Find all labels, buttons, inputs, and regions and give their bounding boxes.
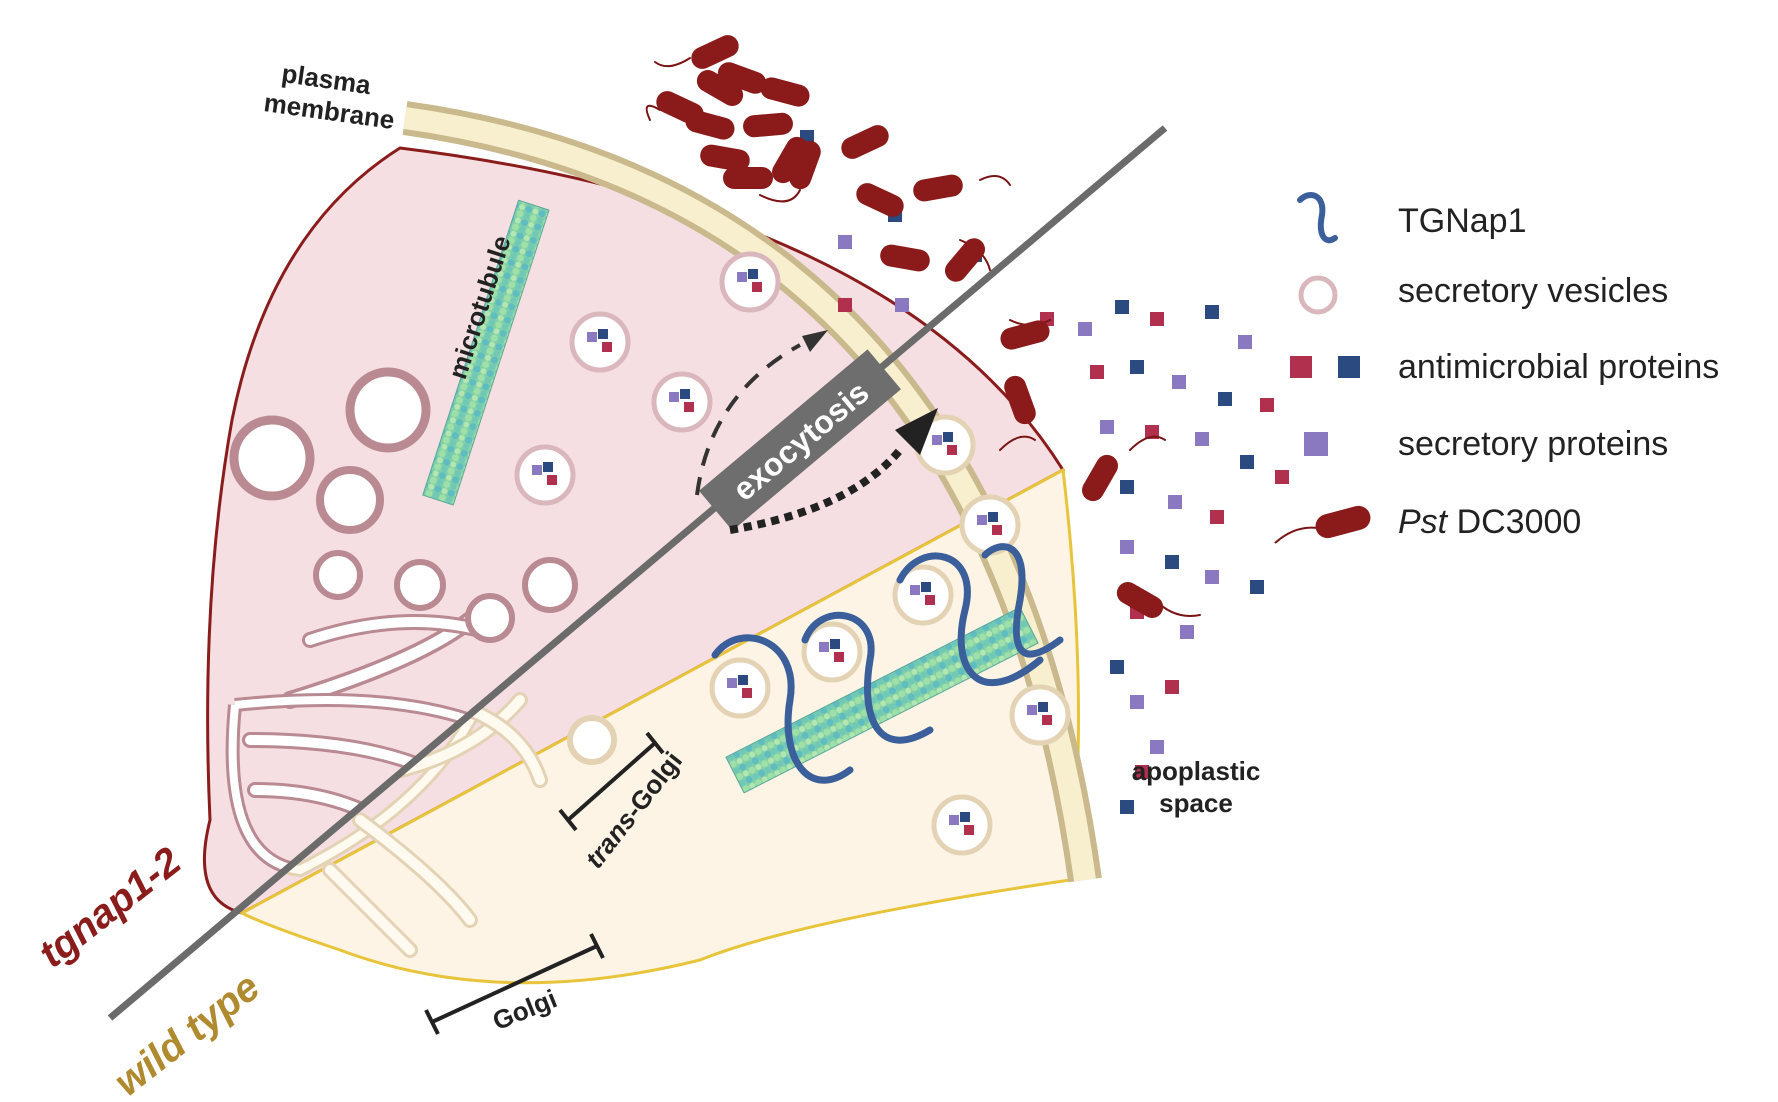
microtubule-mutant [422,199,550,506]
legend-vesicles: secretory vesicles [1398,272,1668,310]
wildtype-cytoplasm [238,467,1081,985]
wildtype-genotype-label: wild type [106,965,268,1102]
empty-vesicle-wildtype [567,715,617,765]
secretory-legend-icon [1304,432,1328,456]
exocytosis-arrow-mutant [695,343,801,496]
arrowhead-mutant [802,330,828,352]
cargo-vesicles [514,251,1071,856]
mutant-genotype-label: tgnap1-2 [31,839,189,976]
genotype-divider [107,125,1168,1021]
legend: TGNap1 secretory vesicles antimicrobial … [1274,192,1719,544]
apoplastic-space-label-line2: space [1159,788,1233,818]
apoplast-proteins [800,130,1289,814]
legend-pst: Pst DC3000 [1398,503,1581,541]
vesicle-legend-icon [1298,275,1338,315]
pst-legend-icon [1315,505,1371,539]
tgnap1-proteins [711,543,1064,784]
exocytosis-arrow-wildtype [729,447,904,534]
legend-tgnap1: TGNap1 [1398,202,1527,240]
pst-bacteria [645,35,1201,618]
legend-antimicrobial: antimicrobial proteins [1398,348,1719,386]
antimicrobial-legend-icon-red [1290,356,1312,378]
apoplastic-space-label-line1: apoplastic [1132,756,1261,786]
antimicrobial-legend-icon-blue [1338,356,1360,378]
arrowhead-wildtype [895,408,938,455]
golgi-bracket [424,933,605,1035]
tgnap1-legend-icon [1297,192,1338,244]
legend-secretory: secretory proteins [1398,425,1668,463]
empty-vesicles-mutant [229,367,578,643]
trans-golgi-bracket [558,731,665,832]
